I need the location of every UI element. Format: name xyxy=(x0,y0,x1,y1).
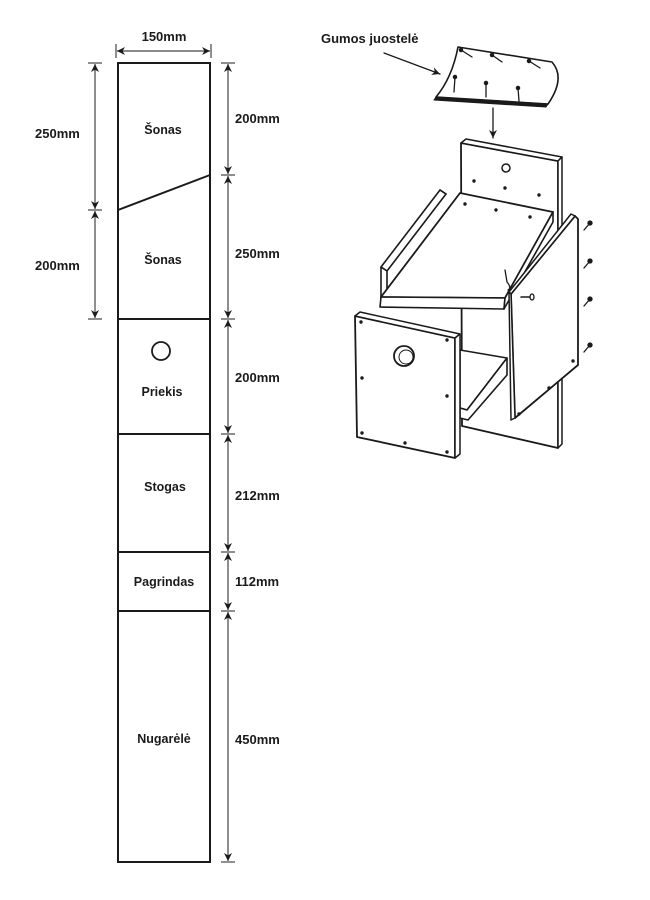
right-dim-label-priekis: 200mm xyxy=(235,370,280,385)
right-dim-label-nugarele: 450mm xyxy=(235,732,280,747)
screws-icon xyxy=(583,220,593,353)
piece-label-pagrindas: Pagrindas xyxy=(134,575,194,589)
assembly-illustration: Gumos juostelė xyxy=(321,31,593,459)
right-dimensions xyxy=(221,62,235,863)
left-dim-label-200: 200mm xyxy=(35,258,80,273)
piece-label-sonas-1: Šonas xyxy=(144,122,182,137)
right-dim-label-pagrindas: 112mm xyxy=(235,574,279,589)
piece-label-sonas-2: Šonas xyxy=(144,252,182,267)
piece-label-stogas: Stogas xyxy=(144,480,186,494)
rubber-strip-icon xyxy=(433,46,559,108)
entrance-hole-icon xyxy=(151,341,171,361)
left-dimensions xyxy=(88,62,102,320)
cut-plan: Šonas Šonas Priekis Stogas Pagrindas Nug… xyxy=(117,62,211,863)
right-dim-label-sonas-1: 200mm xyxy=(235,111,280,126)
board-outline xyxy=(117,62,211,863)
right-dim-label-sonas-2: 250mm xyxy=(235,246,280,261)
width-dimension xyxy=(115,44,212,58)
right-side-door xyxy=(508,213,579,421)
cut-line-diagonal xyxy=(117,174,211,211)
hinge-icon xyxy=(504,269,511,291)
rubber-strip-pointer-arrow xyxy=(383,52,441,75)
front-panel xyxy=(354,311,461,459)
piece-label-priekis: Priekis xyxy=(141,385,182,399)
left-dim-label-250: 250mm xyxy=(35,126,80,141)
rubber-strip-label: Gumos juostelė xyxy=(321,31,419,46)
width-dimension-label: 150mm xyxy=(142,29,187,44)
right-dim-label-stogas: 212mm xyxy=(235,488,280,503)
piece-label-nugarele: Nugarėlė xyxy=(137,732,191,746)
